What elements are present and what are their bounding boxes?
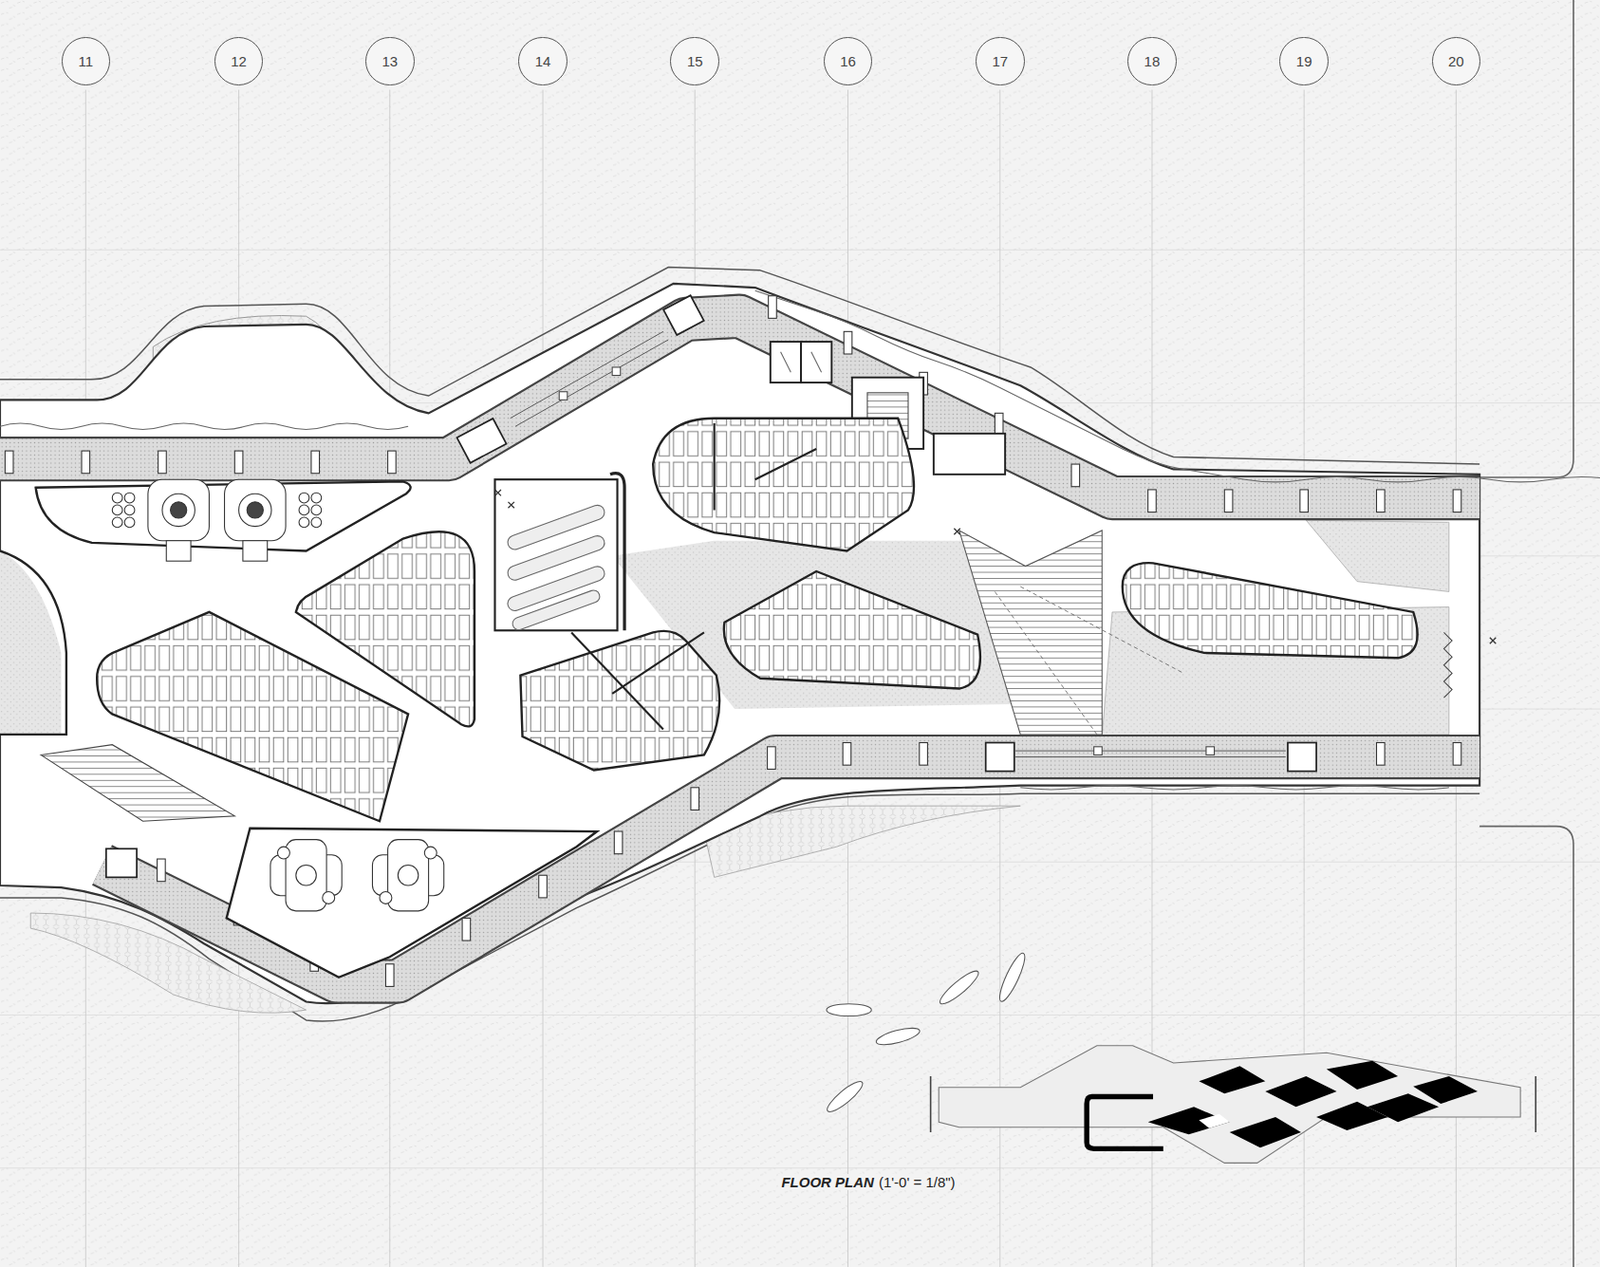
drawing-caption: FLOOR PLAN <box>781 1173 875 1191</box>
grid-number: 17 <box>991 53 1008 70</box>
caption-line: FLOOR PLAN(1'-0' = 1/8") <box>778 1173 958 1191</box>
grid-number: 19 <box>1296 53 1313 70</box>
grid-bubble: 15 <box>669 37 720 87</box>
grid-bubble: 19 <box>1279 37 1329 87</box>
grid-number: 15 <box>687 53 704 70</box>
grid-bubble: 13 <box>365 37 415 87</box>
grid-bubble: 14 <box>518 37 568 87</box>
grid-bubble: 11 <box>61 37 112 87</box>
grid-number: 11 <box>78 53 94 70</box>
grid-bubble: 18 <box>1127 37 1177 87</box>
grid-number: 18 <box>1144 53 1161 70</box>
grid-bubble: 20 <box>1432 37 1482 87</box>
grid-number: 16 <box>839 53 856 70</box>
grid-number: 20 <box>1448 53 1465 70</box>
scale-note: (1'-0' = 1/8") <box>878 1173 956 1191</box>
grid-number: 14 <box>535 53 552 70</box>
grid-number: 12 <box>230 53 247 70</box>
grid-number: 13 <box>381 53 398 70</box>
grid-bubble: 17 <box>975 37 1025 87</box>
